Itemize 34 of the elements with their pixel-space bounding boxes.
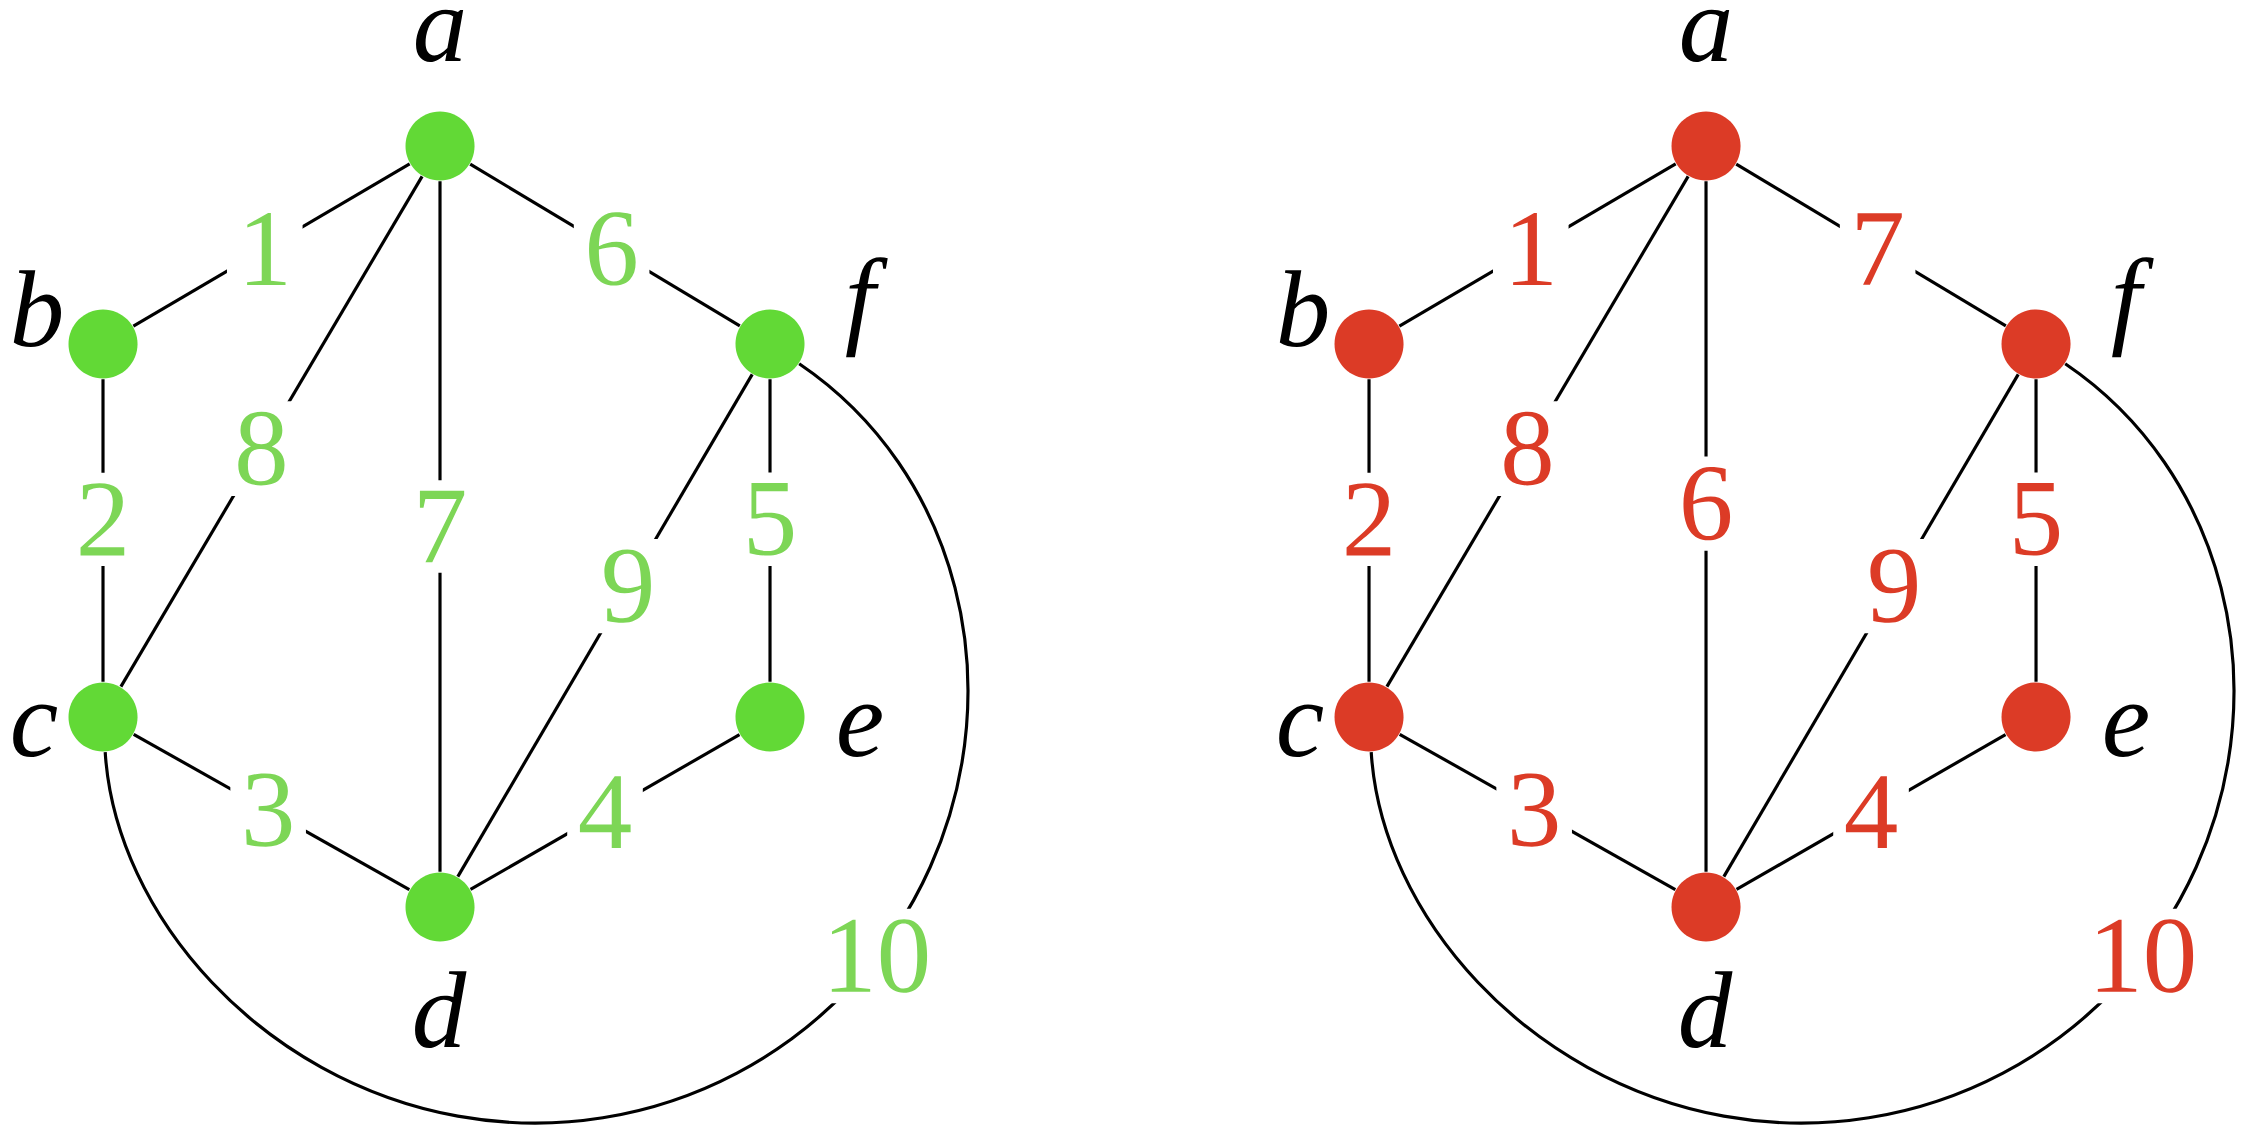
edge-label: 2 xyxy=(65,472,141,566)
edge-label: 6 xyxy=(573,201,650,297)
vertex-label: a xyxy=(416,9,464,63)
edge-label: 3 xyxy=(1496,762,1572,858)
edge-label: 10 xyxy=(811,908,942,1004)
edge-label: 1 xyxy=(226,202,303,296)
vertex-label: b xyxy=(13,270,61,348)
edge-label: 7 xyxy=(402,480,478,573)
edge-label: 4 xyxy=(567,765,643,859)
edge-label: 5 xyxy=(1998,472,2074,567)
edge-label: 9 xyxy=(590,538,666,634)
edge-label: 6 xyxy=(1668,456,1744,551)
edge-label: 4 xyxy=(1833,765,1909,859)
edge-label: 8 xyxy=(223,401,300,496)
vertex-label: d xyxy=(1681,971,1733,1049)
edge-label: 8 xyxy=(1489,401,1566,496)
vertex-label: c xyxy=(13,704,57,758)
vertex-label: d xyxy=(415,971,467,1049)
vertex-label: c xyxy=(1279,704,1324,758)
vertex-label: e xyxy=(839,704,882,758)
vertex-label: f xyxy=(2112,257,2154,358)
curved-edge xyxy=(103,362,970,1125)
edge-label: 10 xyxy=(2077,908,2208,1004)
edge-label: 5 xyxy=(732,472,808,567)
vertex-label: a xyxy=(1682,9,1730,63)
edge-label: 9 xyxy=(1856,538,1932,634)
vertex-label: f xyxy=(846,257,888,358)
edge-label: 7 xyxy=(1839,202,1916,296)
vertex-label: b xyxy=(1279,270,1327,348)
edge-label: 1 xyxy=(1493,202,1569,296)
edge-label: 2 xyxy=(1331,472,1407,566)
curved-edge xyxy=(1369,362,2236,1125)
edge-label: 3 xyxy=(230,762,306,858)
vertex-label: e xyxy=(2105,704,2148,758)
